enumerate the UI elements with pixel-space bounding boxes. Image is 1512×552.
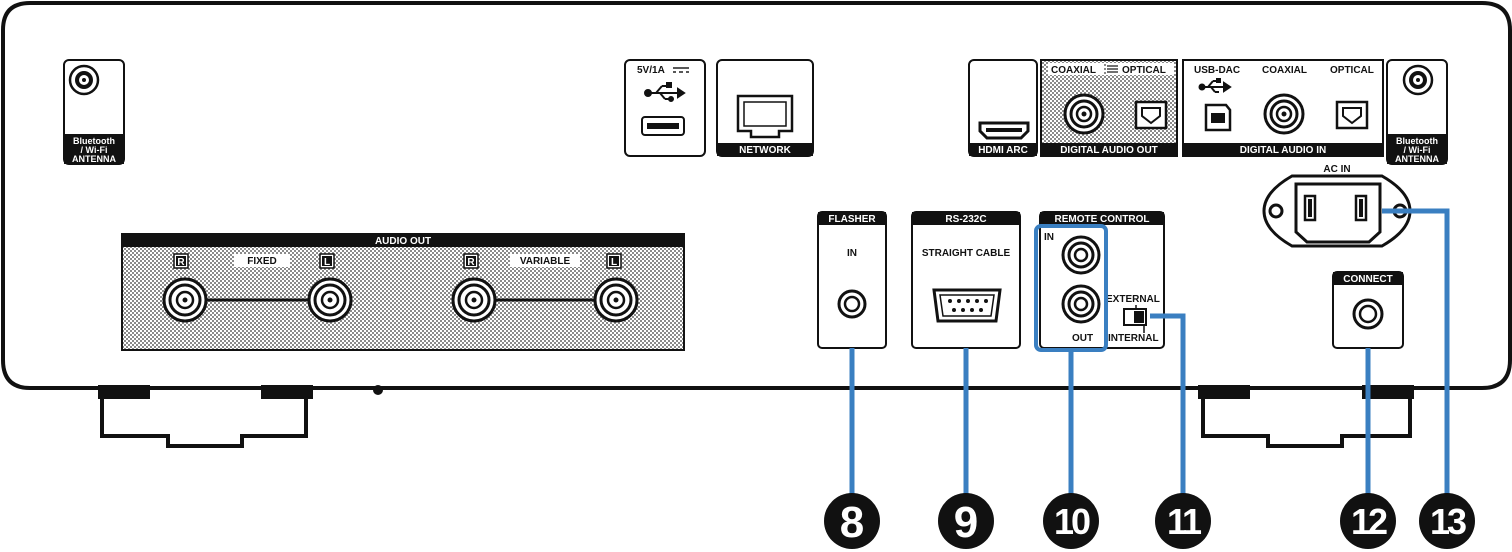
network-label: NETWORK	[739, 145, 791, 156]
center-foot-dot	[373, 385, 383, 395]
digital-audio-in: USB-DAC COAXIAL OPTICAL DIGITAL AUDIO IN	[1182, 59, 1384, 157]
variable-l-badge: L	[606, 253, 622, 269]
svg-text:R: R	[467, 257, 475, 268]
dai-optical-label: OPTICAL	[1330, 65, 1374, 76]
dao-separator-icon	[1107, 65, 1118, 73]
right-foot	[1198, 385, 1414, 448]
callout-badge-8: 8	[824, 493, 880, 549]
variable-label: VARIABLE	[520, 256, 571, 267]
dai-coaxial-label: COAXIAL	[1262, 65, 1307, 76]
remote-out-jack	[1061, 284, 1101, 324]
antenna-right-label-2: / Wi-Fi	[1404, 145, 1431, 155]
antenna-left-label-2: / Wi-Fi	[81, 145, 108, 155]
rca-variable-l	[593, 277, 639, 323]
dai-label: DIGITAL AUDIO IN	[1240, 145, 1326, 156]
usb-rating: 5V/1A	[637, 65, 665, 76]
rs232c-title: RS-232C	[945, 214, 986, 225]
usb-icon	[644, 82, 686, 102]
fixed-l-badge: L	[319, 253, 335, 269]
db9-pins	[948, 299, 988, 312]
rs232c-port: RS-232C STRAIGHT CABLE	[911, 211, 1021, 349]
remote-in-label: IN	[1044, 232, 1054, 243]
dao-optical-label: OPTICAL	[1122, 65, 1166, 76]
remote-external-label: EXTERNAL	[1106, 294, 1160, 305]
callout-lines	[849, 208, 1450, 500]
remote-out-label: OUT	[1072, 333, 1093, 344]
network-port: NETWORK	[716, 59, 814, 157]
dao-label: DIGITAL AUDIO OUT	[1060, 145, 1158, 156]
connect-label: CONNECT	[1343, 274, 1392, 285]
callout-badge-11: 11	[1155, 493, 1211, 549]
rca-fixed-r	[162, 277, 208, 323]
audio-out-title: AUDIO OUT	[375, 236, 431, 247]
antenna-left-label-3: ANTENNA	[72, 154, 116, 164]
antenna-right-label-3: ANTENNA	[1395, 154, 1439, 164]
rca-variable-r	[451, 277, 497, 323]
dc-symbol	[673, 67, 689, 73]
svg-text:13: 13	[1430, 501, 1466, 542]
remote-in-jack	[1061, 235, 1101, 275]
rca-fixed-l	[307, 277, 353, 323]
fixed-r-badge: R	[173, 253, 189, 269]
antenna-left-label-1: Bluetooth	[73, 136, 115, 146]
ac-inlet: AC IN	[1262, 164, 1412, 248]
callout-badge-13: 13	[1419, 493, 1475, 549]
usb-dac-icon	[1198, 78, 1232, 93]
callout-line-11	[1150, 313, 1186, 500]
hdmi-port: HDMI ARC	[968, 59, 1038, 157]
remote-toggle-switch	[1123, 308, 1147, 326]
remote-internal-label: INTERNAL	[1108, 333, 1159, 344]
fixed-label: FIXED	[247, 256, 276, 267]
digital-audio-out: COAXIAL OPTICAL DIGITAL AUDIO OUT	[1040, 59, 1178, 157]
flasher-title: FLASHER	[828, 214, 876, 225]
rs232c-sub: STRAIGHT CABLE	[922, 248, 1011, 259]
callout-badge-10: 10	[1043, 493, 1099, 549]
remote-control-panel: REMOTE CONTROL IN OUT EXTERNAL INTERNAL	[1034, 211, 1165, 352]
callout-badge-12: 12	[1340, 493, 1396, 549]
svg-text:12: 12	[1351, 501, 1387, 542]
callout-line-13	[1382, 208, 1450, 500]
svg-text:L: L	[611, 257, 617, 268]
svg-text:9: 9	[954, 498, 978, 547]
flasher-in-label: IN	[847, 248, 857, 259]
dao-coaxial-label: COAXIAL	[1051, 65, 1096, 76]
variable-r-badge: R	[463, 253, 479, 269]
svg-text:L: L	[324, 257, 330, 268]
svg-text:8: 8	[840, 498, 864, 547]
antenna-right: Bluetooth / Wi-Fi ANTENNA	[1386, 59, 1448, 165]
dai-usb-dac-label: USB-DAC	[1194, 65, 1240, 76]
antenna-left: Bluetooth / Wi-Fi ANTENNA	[63, 59, 125, 165]
hdmi-label: HDMI ARC	[978, 145, 1028, 156]
svg-text:11: 11	[1167, 501, 1202, 542]
svg-text:R: R	[177, 257, 185, 268]
flasher-port: FLASHER IN	[817, 211, 887, 349]
antenna-right-label-1: Bluetooth	[1396, 136, 1438, 146]
usb-port: 5V/1A	[624, 59, 706, 157]
ac-in-label: AC IN	[1323, 164, 1350, 175]
svg-text:10: 10	[1054, 501, 1090, 542]
remote-title: REMOTE CONTROL	[1055, 214, 1150, 225]
connect-port: CONNECT	[1332, 271, 1404, 349]
audio-out-panel: AUDIO OUT R FIXED L R VARIABLE L	[121, 233, 685, 351]
callout-badge-9: 9	[938, 493, 994, 549]
left-foot	[98, 385, 313, 448]
